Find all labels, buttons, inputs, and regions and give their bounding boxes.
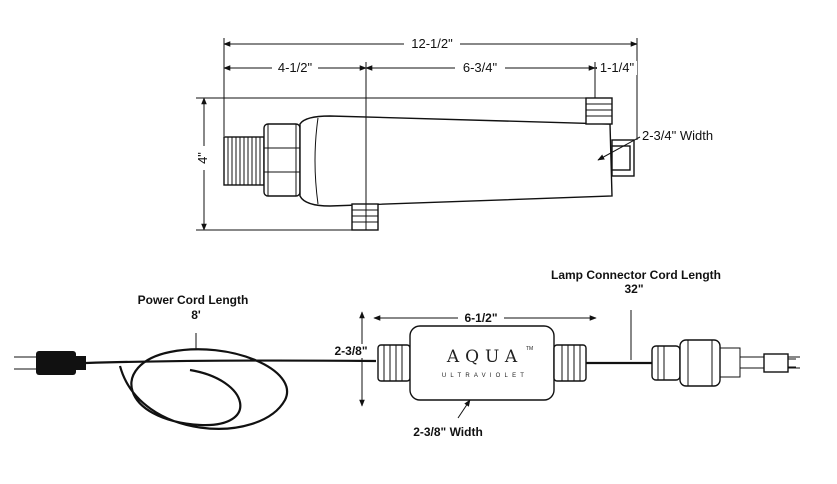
trademark: TM [526, 346, 533, 352]
ballast-height-label: 2-3/8" [334, 344, 367, 358]
inlet-offset-label: 4-1/2" [278, 60, 313, 75]
width-label: 2-3/4" Width [642, 128, 713, 143]
inlet-hose-barb [351, 203, 379, 231]
end-cap [611, 139, 635, 177]
ballast-length-label: 6-1/2" [464, 311, 497, 325]
power-cord [85, 333, 377, 430]
ballast-box [377, 325, 587, 401]
lamp-cord-title: Lamp Connector Cord Length [551, 268, 721, 282]
power-cord-value: 8' [191, 308, 201, 322]
power-cord-title: Power Cord Length [138, 293, 249, 307]
port-spacing-label: 6-3/4" [463, 60, 498, 75]
height-label: 4" [195, 152, 210, 164]
threaded-inlet [223, 136, 265, 186]
outlet-offset-label: 1-1/4" [600, 60, 635, 75]
uv-unit-side-view [223, 97, 635, 231]
outlet-hose-barb [585, 97, 613, 125]
union-nut [263, 123, 301, 197]
lamp-connector-cord [586, 310, 800, 387]
overall-length-label: 12-1/2" [411, 36, 453, 51]
main-housing [299, 115, 613, 207]
lamp-cord-value: 32" [624, 282, 643, 296]
brand-name: AQUA [446, 347, 523, 367]
ballast-width-label: 2-3/8" Width [413, 425, 483, 439]
power-plug [14, 351, 86, 375]
brand-tagline: ULTRAVIOLET [442, 373, 528, 379]
